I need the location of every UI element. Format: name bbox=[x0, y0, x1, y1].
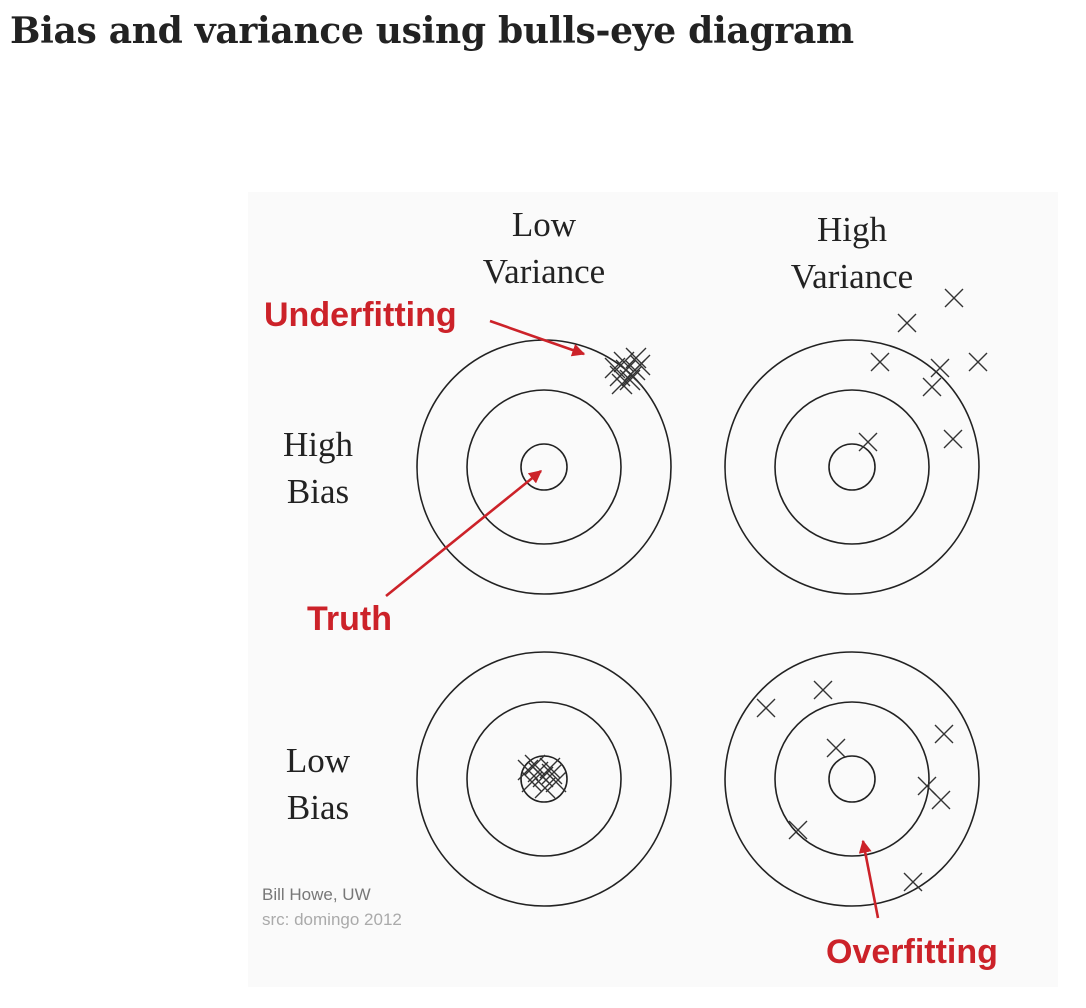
x-mark bbox=[943, 429, 963, 449]
x-mark bbox=[934, 724, 954, 744]
page-title: Bias and variance using bulls-eye diagra… bbox=[10, 10, 854, 52]
x-mark bbox=[629, 354, 651, 376]
x-mark bbox=[922, 377, 942, 397]
x-mark bbox=[604, 357, 626, 379]
underfitting-arrow bbox=[489, 319, 586, 357]
x-mark bbox=[968, 352, 988, 372]
x-mark bbox=[521, 771, 543, 793]
x-mark bbox=[756, 698, 776, 718]
truth-label: Truth bbox=[307, 600, 392, 638]
x-mark bbox=[517, 759, 539, 781]
underfitting-label: Underfitting bbox=[264, 296, 457, 334]
figure-background bbox=[248, 192, 1058, 987]
x-mark bbox=[813, 680, 833, 700]
low-bias-label-line1: Low bbox=[286, 741, 351, 780]
low-bias-label-line2: Bias bbox=[287, 788, 349, 827]
marks-low-bias-low-variance bbox=[517, 754, 567, 799]
x-mark bbox=[611, 373, 633, 395]
x-mark bbox=[625, 347, 647, 369]
high-bias-label-line1: High bbox=[283, 425, 354, 464]
x-mark bbox=[858, 432, 878, 452]
middle-ring bbox=[774, 701, 930, 857]
bullseye-ring bbox=[520, 443, 568, 491]
x-mark bbox=[903, 872, 923, 892]
outer-ring bbox=[724, 339, 980, 595]
outer-ring bbox=[416, 651, 672, 907]
low-variance-label-line1: Low bbox=[512, 205, 577, 244]
x-mark bbox=[539, 757, 561, 779]
bullseye-ring bbox=[828, 443, 876, 491]
middle-ring bbox=[466, 701, 622, 857]
low-variance-label-line2: Variance bbox=[483, 252, 605, 291]
x-mark bbox=[788, 820, 808, 840]
outer-ring bbox=[724, 651, 980, 907]
middle-ring bbox=[466, 389, 622, 545]
x-mark bbox=[944, 288, 964, 308]
x-mark bbox=[826, 738, 846, 758]
marks-high-bias-high-variance bbox=[858, 288, 988, 452]
hit-marks bbox=[517, 288, 988, 892]
x-mark bbox=[527, 761, 549, 783]
x-mark bbox=[897, 313, 917, 333]
middle-ring bbox=[774, 389, 930, 545]
high-variance-label-line1: High bbox=[817, 210, 888, 249]
overfitting-label: Overfitting bbox=[826, 933, 998, 971]
overfitting-arrow bbox=[858, 839, 880, 919]
bullseye-ring bbox=[828, 755, 876, 803]
x-mark bbox=[545, 771, 567, 793]
x-mark bbox=[541, 763, 563, 785]
credit-source: src: domingo 2012 bbox=[262, 910, 402, 929]
high-variance-label-line2: Variance bbox=[791, 257, 913, 296]
marks-high-bias-low-variance bbox=[604, 347, 651, 395]
x-mark bbox=[870, 352, 890, 372]
target-low-bias-high-variance bbox=[724, 651, 980, 907]
x-mark bbox=[931, 790, 951, 810]
credit-author: Bill Howe, UW bbox=[262, 885, 371, 904]
high-bias-label-line2: Bias bbox=[287, 472, 349, 511]
marks-low-bias-high-variance bbox=[756, 680, 954, 892]
x-mark bbox=[930, 358, 950, 378]
x-mark bbox=[621, 365, 643, 387]
target-high-bias-high-variance bbox=[724, 339, 980, 595]
x-mark bbox=[534, 777, 556, 799]
truth-arrow bbox=[385, 469, 543, 598]
